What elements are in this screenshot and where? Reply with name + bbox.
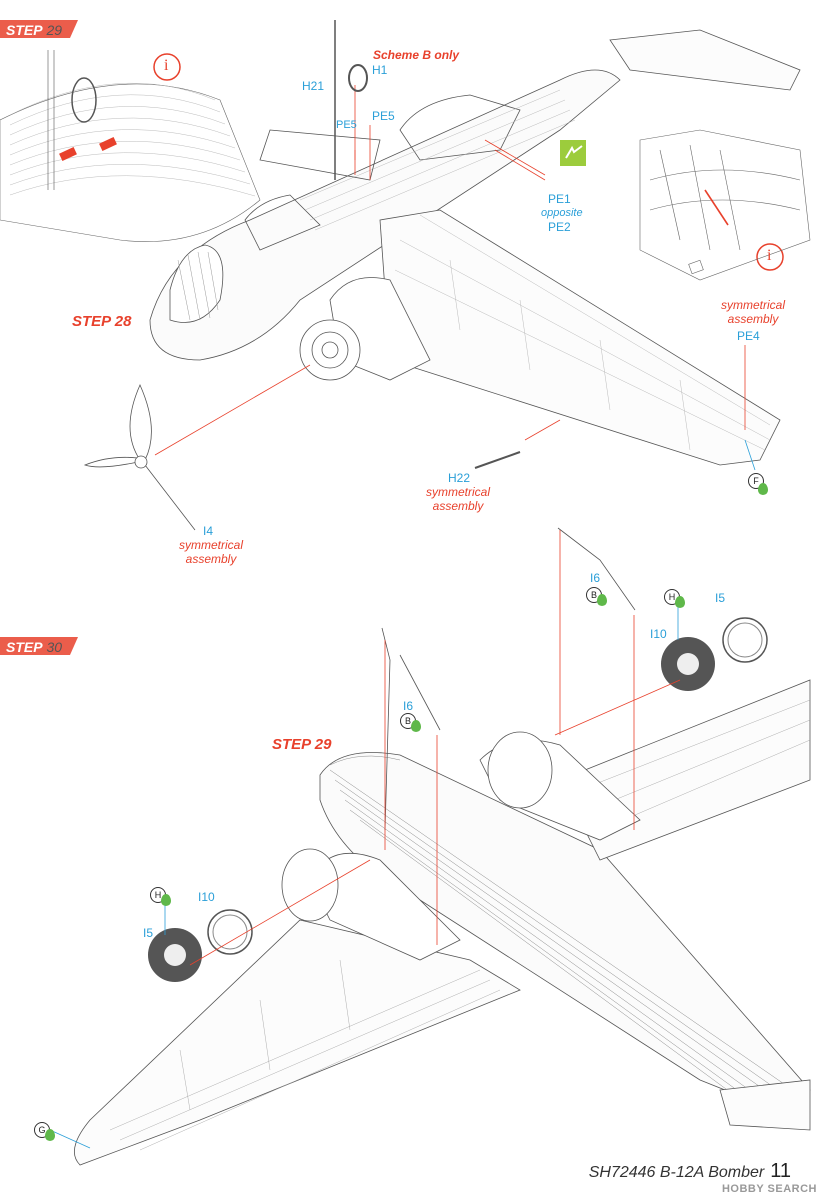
- part-i5-right: I5: [715, 591, 726, 605]
- opposite-note: opposite: [541, 207, 583, 219]
- part-pe5-a: PE5: [336, 119, 357, 131]
- upper-aircraft: [83, 29, 801, 531]
- paint-drop-icon: [597, 594, 607, 606]
- step-28-label: STEP 28: [72, 313, 132, 330]
- symmetrical-assembly-pe4: symmetrical assembly: [720, 298, 785, 326]
- lower-arrows: [189, 530, 681, 966]
- part-h21: H21: [302, 79, 325, 93]
- part-h1: H1: [372, 63, 388, 77]
- lower-aircraft: [73, 527, 811, 1166]
- step-30-tab: STEP 30: [6, 639, 63, 655]
- part-pe5-b: PE5: [372, 109, 395, 123]
- paint-drop-icon: [675, 596, 685, 608]
- wheels: [148, 617, 768, 982]
- watermark: HOBBY SEARCH: [721, 1183, 817, 1195]
- part-h22: H22: [448, 471, 471, 485]
- part-pe4: PE4: [737, 329, 760, 343]
- part-i6-left: I6: [403, 699, 414, 713]
- part-i10-left: I10: [198, 890, 215, 904]
- part-pe1: PE1: [548, 192, 571, 206]
- part-i6-right: I6: [590, 571, 601, 585]
- paint-drop-icon: [45, 1129, 55, 1141]
- step-29-tab: STEP 29: [6, 22, 63, 38]
- page-number: 11: [770, 1160, 791, 1182]
- info-icon: i: [767, 247, 772, 264]
- part-i4: I4: [203, 524, 214, 538]
- symmetrical-assembly-i4: symmetrical assembly: [178, 538, 243, 566]
- paint-drop-icon: [161, 894, 171, 906]
- step-29-label: STEP 29: [272, 736, 332, 753]
- part-pe2: PE2: [548, 220, 571, 234]
- paint-drop-icon: [758, 483, 768, 495]
- detail-inset-canopy: [0, 50, 261, 242]
- paint-drop-icon: [411, 720, 421, 732]
- detail-inset-cockpit: [639, 129, 811, 281]
- page-footer: SH72446 B-12A Bomber 11: [589, 1160, 791, 1183]
- part-i10-right: I10: [650, 627, 667, 641]
- kit-code: SH72446 B-12A Bomber: [588, 1164, 765, 1181]
- symmetrical-assembly-h22: symmetrical assembly: [425, 485, 490, 513]
- scheme-b-only-note: Scheme B only: [373, 48, 460, 62]
- info-icon: i: [164, 57, 169, 74]
- part-i5-left: I5: [143, 926, 154, 940]
